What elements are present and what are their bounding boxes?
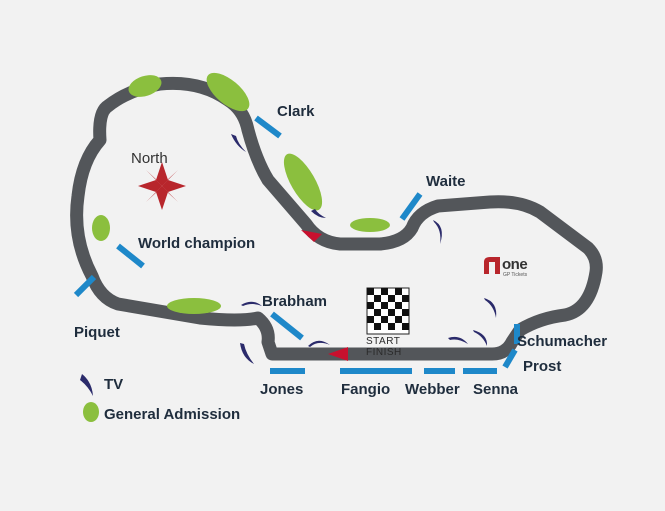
tv-mark	[433, 220, 442, 244]
label-prost: Prost	[523, 358, 561, 375]
legend-general-admission-icon	[83, 402, 99, 422]
logo-wordmark: one	[502, 256, 527, 273]
one-gp-tickets-logo: one GP Tickets	[484, 256, 528, 278]
tv-mark	[231, 134, 246, 152]
legend-general-admission-label: General Admission	[104, 406, 240, 423]
tv-mark	[448, 336, 468, 344]
tv-mark	[473, 330, 488, 346]
label-world-champion: World champion	[138, 235, 255, 252]
label-webber: Webber	[405, 381, 460, 398]
finish-label: FINISH	[366, 347, 402, 358]
grandstand-brabham[interactable]	[270, 311, 304, 341]
label-jones: Jones	[260, 381, 303, 398]
general-admission-area	[283, 153, 323, 211]
label-senna: Senna	[473, 381, 519, 398]
legend-tv-label: TV	[104, 376, 123, 393]
grandstand-world-champion[interactable]	[116, 243, 145, 269]
label-brabham: Brabham	[262, 293, 327, 310]
logo-subtitle: GP Tickets	[503, 272, 528, 278]
grandstand-waite[interactable]	[399, 192, 423, 221]
label-piquet: Piquet	[74, 324, 120, 341]
grandstand-markers	[73, 115, 520, 374]
general-admission-areas	[92, 72, 390, 314]
legend: TV General Admission	[80, 374, 240, 423]
label-waite: Waite	[426, 173, 465, 190]
grandstand-prost[interactable]	[502, 348, 518, 369]
general-admission-area	[167, 298, 221, 314]
general-admission-area	[128, 75, 162, 97]
tv-camera-marks	[231, 134, 497, 364]
grandstand-piquet[interactable]	[73, 274, 97, 298]
tv-mark	[308, 340, 330, 347]
direction-arrow-icon	[301, 230, 322, 242]
compass-rose-icon	[138, 162, 186, 210]
label-clark: Clark	[277, 103, 315, 120]
tv-mark	[241, 301, 262, 306]
grandstand-clark[interactable]	[254, 115, 282, 139]
tv-mark	[240, 343, 254, 364]
start-label: START	[366, 336, 400, 347]
general-admission-area	[206, 72, 250, 112]
label-schumacher: Schumacher	[517, 333, 607, 350]
direction-arrow-icon	[328, 347, 348, 361]
logo-mark-icon	[484, 257, 500, 274]
label-fangio: Fangio	[341, 381, 390, 398]
legend-tv-icon	[80, 374, 93, 396]
general-admission-area	[350, 218, 390, 232]
compass-label: North	[131, 150, 168, 167]
tv-mark	[484, 298, 497, 318]
tv-mark	[311, 209, 326, 218]
general-admission-area	[92, 215, 110, 241]
checkered-flag-icon	[366, 287, 410, 335]
